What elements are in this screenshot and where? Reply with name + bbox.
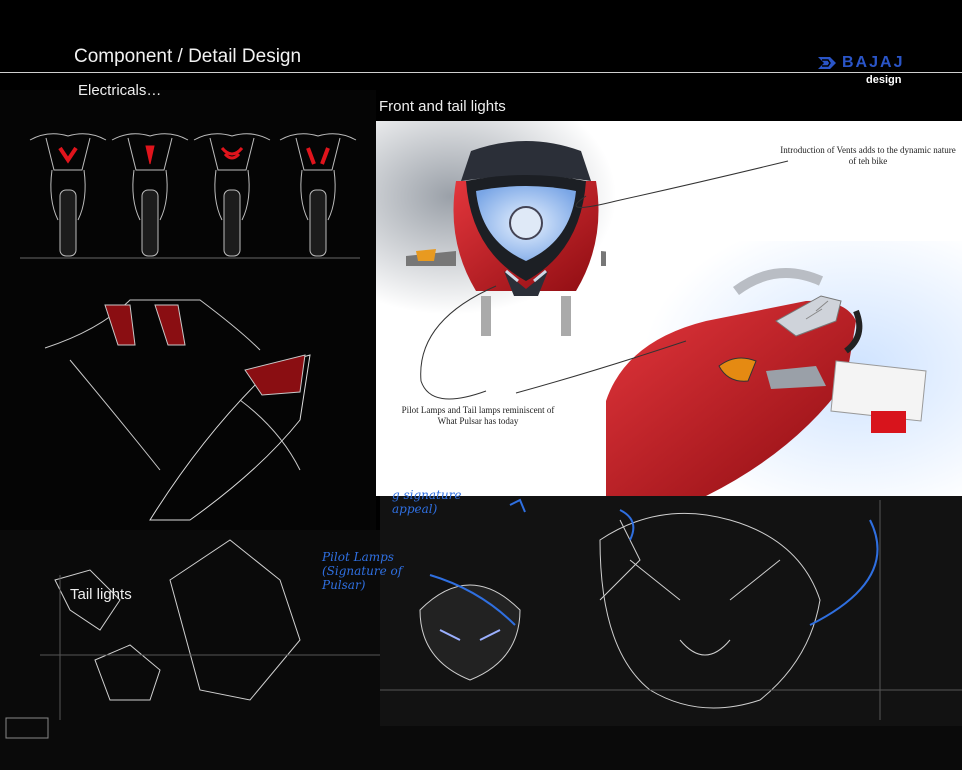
callout-vents: Introduction of Vents adds to the dynami… — [780, 145, 956, 166]
rear-tail-render — [606, 241, 962, 496]
page-corner-marker — [5, 717, 49, 739]
bike-renders — [376, 121, 962, 496]
logo-subtitle: design — [866, 74, 902, 86]
section-tail-lights: Tail lights — [70, 586, 132, 603]
front-cowl-sketches — [380, 498, 962, 720]
section-front-tail-lights: Front and tail lights — [379, 98, 506, 115]
logo-brand: BAJAJ — [842, 54, 905, 71]
front-view-sketches — [20, 133, 360, 259]
tail-light-sketches — [44, 299, 311, 521]
section-electricals: Electricals… — [78, 82, 162, 99]
annotation-pilot-lamps: Pilot Lamps (Signature of Pulsar) — [322, 550, 403, 592]
tail-lights-bottom-sketches — [40, 539, 380, 720]
render-panel: Introduction of Vents adds to the dynami… — [376, 121, 962, 496]
title-divider — [0, 72, 962, 73]
annotation-signature-appeal: g signature appeal) — [392, 488, 462, 516]
slide-title: Component / Detail Design — [74, 46, 302, 67]
bajaj-emblem-icon — [818, 57, 836, 69]
bajaj-logo: BAJAJ design — [814, 52, 924, 92]
callout-pilot-lamps: Pilot Lamps and Tail lamps reminiscent o… — [401, 405, 555, 426]
